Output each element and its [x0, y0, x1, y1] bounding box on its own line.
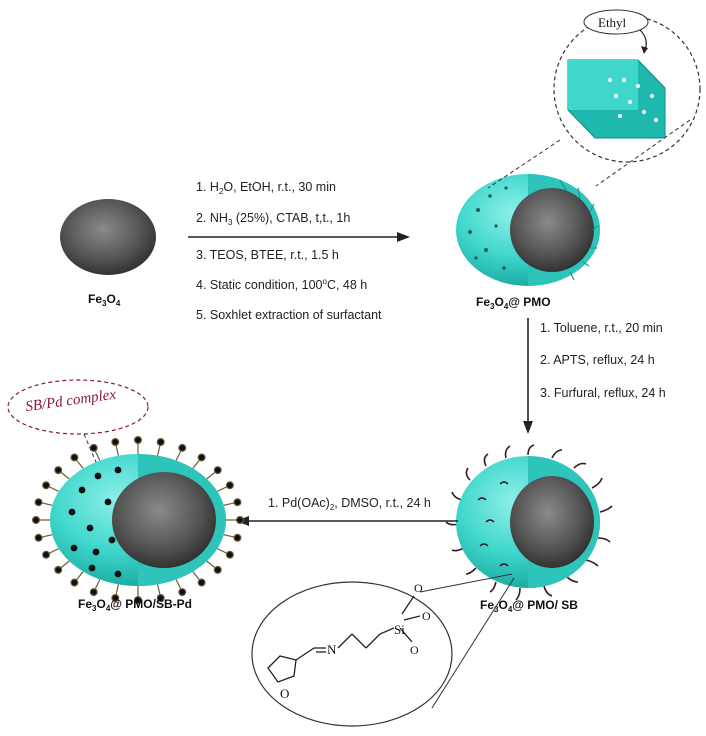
inset-pointer-right [595, 119, 691, 187]
step2-arrowhead [523, 421, 533, 434]
step1-conditions: 1. H2O, EtOH, r.t., 30 min 2. NH3 (25%),… [196, 180, 382, 322]
pd-particle [31, 436, 245, 604]
pd-complex-dot [178, 443, 187, 452]
pd-complex-dot [236, 515, 245, 524]
step2-line-3: 3. Furfural, reflux, 24 h [540, 386, 666, 400]
pd-complex-dot [111, 438, 120, 447]
complex-callout: SB/Pd complex [7, 379, 149, 463]
pd-complex-dot [213, 565, 222, 574]
pd-complex-dot [178, 588, 187, 597]
inset-pointer-left [487, 139, 561, 189]
pd-complex-dot [54, 565, 63, 574]
pd-complex-dot [34, 498, 43, 507]
pd-complex-dot [225, 481, 234, 490]
pd-complex-dot [89, 588, 98, 597]
pd-complex-dot [31, 515, 40, 524]
pd-complex-dot [70, 578, 79, 587]
step1-line-1: 1. H2O, EtOH, r.t., 30 min [196, 180, 336, 196]
pd-complex-dot [34, 533, 43, 542]
pd-complex-dot [233, 533, 242, 542]
pd-complex-dot [42, 481, 51, 490]
pd-complex-dot [197, 453, 206, 462]
ligand-o2: O [422, 609, 431, 623]
step1-line-3: 3. TEOS, BTEE, r.t., 1.5 h [196, 248, 339, 262]
pd-complex-dot [134, 595, 143, 604]
step2-conditions: 1. Toluene, r.t., 20 min 2. APTS, reflux… [540, 321, 666, 400]
step1-arrowhead [397, 232, 410, 242]
pd-complex-dot [233, 498, 242, 507]
pd-complex-dot [156, 593, 165, 602]
step2-line-2: 2. APTS, reflux, 24 h [540, 353, 655, 367]
pd-complex-dot [213, 466, 222, 475]
sb-particle [445, 444, 613, 601]
ligand-callout: N O Si O O O [251, 573, 515, 727]
ligand-n: N [327, 642, 337, 657]
pd-complex-dot [111, 593, 120, 602]
fe3o4-label: Fe3O4 [88, 292, 121, 308]
pd-complex-dot [197, 578, 206, 587]
pd-complex-dot [70, 453, 79, 462]
pd-complex-dot [156, 438, 165, 447]
ligand-furan-o: O [280, 686, 289, 701]
ethyl-label: Ethyl [598, 15, 627, 30]
ligand-si: Si [394, 622, 405, 637]
step1-line-2: 2. NH3 (25%), CTAB, t,t., 1h [196, 211, 350, 227]
pore-inset: Ethyl [553, 9, 701, 163]
step1-line-4: 4. Static condition, 100oC, 48 h [196, 277, 367, 292]
pmo-particle [456, 174, 600, 286]
ligand-o1: O [414, 581, 423, 595]
pd-complex-dot [134, 436, 143, 445]
pd-complex-dot [225, 550, 234, 559]
pd-complex-dot [42, 550, 51, 559]
step2-line-1: 1. Toluene, r.t., 20 min [540, 321, 663, 335]
step3-conditions: 1. Pd(OAc)2, DMSO, r.t., 24 h [268, 496, 431, 512]
pd-label: Fe3O4@ PMO/SB-Pd [78, 597, 192, 613]
fe3o4-core-particle [60, 199, 156, 275]
sb-label: Fe3O4@ PMO/ SB [480, 598, 578, 614]
pmo-label: Fe3O4@ PMO [476, 295, 551, 311]
pd-complex-dot [54, 466, 63, 475]
step1-line-5: 5. Soxhlet extraction of surfactant [196, 308, 382, 322]
ligand-o3: O [410, 643, 419, 657]
